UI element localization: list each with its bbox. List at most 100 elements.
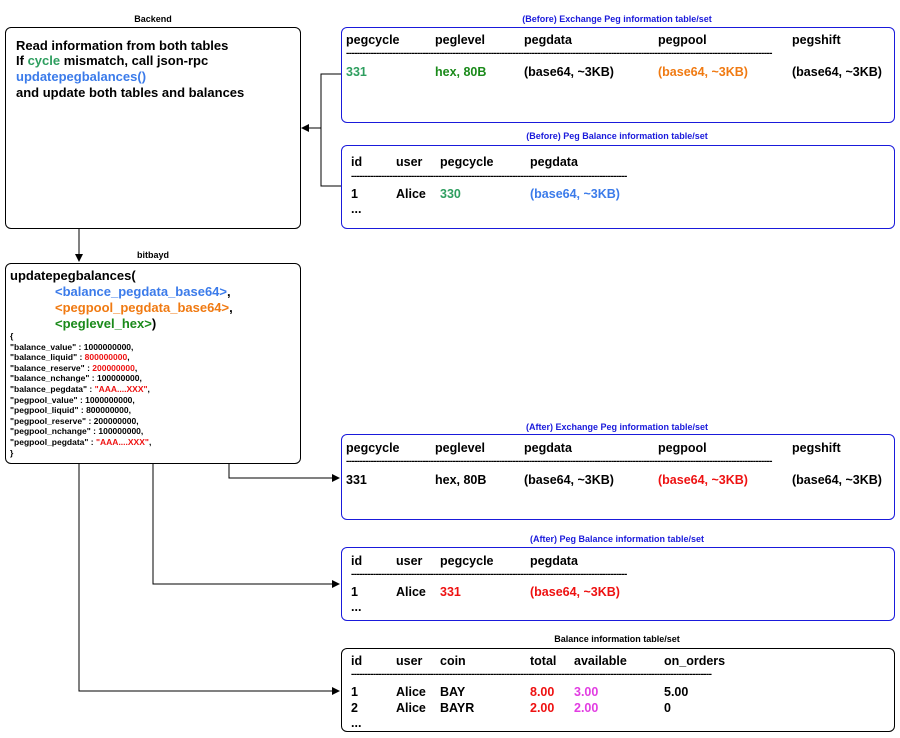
- cell-pegdata: (base64, ~3KB): [530, 585, 620, 599]
- json-separator: :: [77, 352, 85, 363]
- cell-coin: BAY: [440, 685, 466, 699]
- header-separator: ----------------------------------------…: [351, 569, 627, 580]
- json-separator: :: [78, 405, 87, 416]
- header-pegcycle: pegcycle: [440, 155, 494, 169]
- cell-available: 2.00: [574, 701, 599, 715]
- header-id: id: [351, 554, 363, 568]
- json-value: 1000000000: [83, 341, 132, 352]
- header-pegpool: pegpool: [658, 33, 707, 47]
- cell-user: Alice: [396, 585, 426, 599]
- json-value: 200000000: [92, 362, 135, 373]
- close-paren: ): [151, 316, 157, 331]
- cell-pegdata: (base64, ~3KB): [524, 473, 614, 487]
- json-block: { "balance_value" : 1000000000,"balance_…: [10, 331, 151, 458]
- json-line: "pegpool_liquid" : 800000000,: [10, 405, 151, 416]
- backend-line-2: If cycle mismatch, call json-rpc: [16, 53, 208, 68]
- cell-pegcycle: 331: [346, 473, 367, 487]
- cell-id: 1: [351, 685, 358, 699]
- exchange-before-table: pegcycle peglevel pegdata pegpool pegshi…: [341, 27, 895, 123]
- row-ellipsis: ...: [351, 716, 362, 730]
- backend-caption: Backend: [134, 14, 172, 24]
- balance-before-table: id user pegcycle pegdata ---------------…: [341, 145, 895, 229]
- header-user: user: [396, 654, 423, 668]
- backend-cycle-word: cycle: [27, 53, 61, 68]
- balance-info-caption: Balance information table/set: [554, 634, 680, 644]
- header-available: available: [574, 654, 627, 668]
- exchange-before-caption: (Before) Exchange Peg information table/…: [522, 14, 712, 24]
- header-total: total: [530, 654, 557, 668]
- bitbayd-caption: bitbayd: [136, 250, 170, 260]
- header-user: user: [396, 155, 423, 169]
- header-pegdata: pegdata: [524, 441, 572, 455]
- balance-after-caption: (After) Peg Balance information table/se…: [529, 534, 705, 544]
- json-line: "balance_reserve" : 200000000,: [10, 363, 151, 374]
- header-peglevel: peglevel: [435, 33, 486, 47]
- header-pegdata: pegdata: [530, 155, 578, 169]
- json-line: "pegpool_pegdata" : "AAA....XXX",: [10, 437, 151, 448]
- json-value: 800000000: [84, 352, 128, 363]
- header-id: id: [351, 155, 363, 169]
- header-id: id: [351, 654, 363, 668]
- json-value: 100000000: [96, 373, 140, 384]
- json-key: "balance_value": [10, 341, 77, 352]
- json-comma: ,: [128, 405, 131, 416]
- json-line: "pegpool_reserve" : 200000000,: [10, 416, 151, 427]
- comma-1: ,: [227, 284, 231, 299]
- json-key: "balance_nchange": [10, 373, 90, 384]
- header-separator: ----------------------------------------…: [351, 669, 712, 680]
- cell-id: 1: [351, 187, 358, 201]
- json-line: "balance_pegdata" : "AAA....XXX",: [10, 384, 151, 395]
- cell-user: Alice: [396, 187, 426, 201]
- cell-id: 1: [351, 585, 358, 599]
- cell-pegcycle: 331: [440, 585, 461, 599]
- json-value: "AAA....XXX": [94, 383, 148, 394]
- json-comma: ,: [147, 383, 150, 394]
- header-pegdata: pegdata: [524, 33, 572, 47]
- cell-peglevel: hex, 80B: [435, 473, 487, 487]
- header-separator: ----------------------------------------…: [346, 48, 773, 59]
- backend-line-2-post: mismatch, call json-rpc: [60, 53, 209, 68]
- bitbayd-arg-3: <peglevel_hex>): [55, 316, 156, 331]
- bitbayd-arg-1: <balance_pegdata_base64>,: [55, 284, 231, 299]
- cell-pegpool: (base64, ~3KB): [658, 473, 748, 487]
- comma-2: ,: [229, 300, 233, 315]
- backend-line-4: and update both tables and balances: [16, 85, 245, 100]
- arrow-exchange-to-backend: [301, 73, 341, 132]
- cell-pegpool: (base64, ~3KB): [658, 65, 748, 79]
- json-value: 100000000: [98, 426, 141, 437]
- row-ellipsis: ...: [351, 600, 362, 614]
- json-comma: ,: [127, 352, 130, 363]
- json-key: "balance_reserve": [10, 362, 85, 373]
- bitbayd-arg-2: <pegpool_pegdata_base64>,: [55, 300, 233, 315]
- line-balance-to-backend: [320, 128, 341, 187]
- header-pegpool: pegpool: [658, 441, 707, 455]
- json-separator: :: [84, 362, 93, 373]
- json-value: 800000000: [86, 405, 129, 416]
- exchange-after-table: pegcycle peglevel pegdata pegpool pegshi…: [341, 434, 895, 520]
- json-open-brace: {: [10, 331, 14, 341]
- header-coin: coin: [440, 654, 466, 668]
- json-separator: :: [77, 394, 86, 405]
- arg-peglevel-hex: <peglevel_hex>: [55, 316, 152, 331]
- json-line: "balance_nchange" : 100000000,: [10, 373, 151, 384]
- arrow-bitbayd-to-exchange-after: [228, 464, 340, 482]
- json-lines: "balance_value" : 1000000000, "balance_li…: [10, 342, 151, 448]
- header-separator: ----------------------------------------…: [351, 171, 627, 182]
- json-key: "pegpool_reserve": [10, 415, 87, 426]
- header-pegcycle: pegcycle: [346, 33, 400, 47]
- json-key: "pegpool_pegdata": [10, 436, 89, 447]
- json-close-brace: }: [10, 447, 14, 458]
- cell-user: Alice: [396, 685, 426, 699]
- balance-before-caption: (Before) Peg Balance information table/s…: [526, 131, 708, 141]
- header-peglevel: peglevel: [435, 441, 486, 455]
- json-key: "balance_liquid": [10, 352, 78, 363]
- json-key: "pegpool_liquid": [10, 405, 79, 416]
- backend-line-2-pre: If: [16, 53, 28, 68]
- cell-on-orders: 5.00: [664, 685, 689, 699]
- header-pegcycle: pegcycle: [346, 441, 400, 455]
- json-separator: :: [76, 341, 84, 352]
- json-separator: :: [87, 383, 95, 394]
- backend-box: Read information from both tables If cyc…: [5, 27, 301, 229]
- cell-pegdata: (base64, ~3KB): [524, 65, 614, 79]
- cell-peglevel: hex, 80B: [435, 65, 487, 79]
